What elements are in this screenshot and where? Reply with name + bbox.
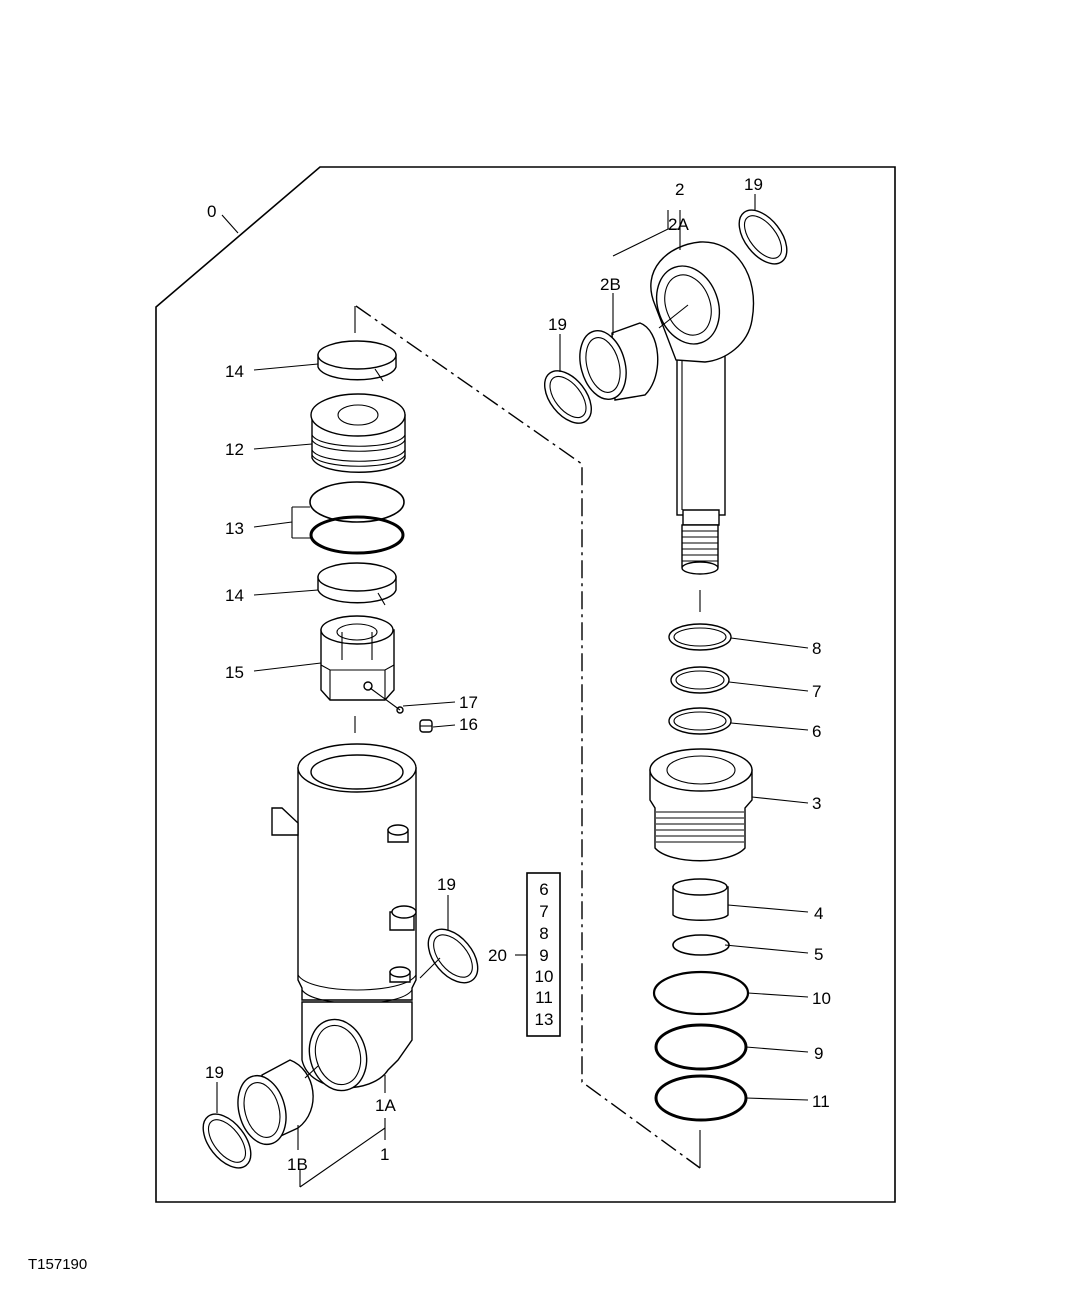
label-15: 15 [225, 663, 244, 682]
kit-box-items: 6 7 8 9 10 11 13 [535, 880, 554, 1029]
nut-15 [320, 615, 395, 701]
piston-12 [310, 393, 406, 473]
gland-3 [649, 748, 753, 862]
label-19-bottom: 19 [205, 1063, 224, 1082]
label-2: 2 [675, 180, 684, 199]
label-19-top-left: 19 [548, 315, 567, 334]
label-19-middle: 19 [437, 875, 456, 894]
o-ring-9 [654, 1023, 748, 1071]
label-8: 8 [812, 639, 821, 658]
seal-19-middle [427, 928, 479, 984]
label-9: 9 [814, 1044, 823, 1063]
seal-7 [670, 666, 730, 694]
label-17: 17 [459, 693, 478, 712]
seal-19-top-right [738, 209, 788, 265]
barrel-1 [271, 743, 417, 1092]
label-11: 11 [812, 1092, 830, 1111]
kit-item: 13 [535, 1010, 554, 1029]
label-14-bottom: 14 [225, 586, 244, 605]
kit-box [526, 872, 561, 1037]
figure-id: T157190 [28, 1256, 88, 1273]
wear-ring-14-bottom [317, 562, 397, 606]
o-ring-10 [652, 970, 750, 1016]
bushing-4 [672, 878, 729, 921]
label-0: 0 [207, 202, 216, 221]
bushing-2b [579, 322, 659, 401]
label-10: 10 [812, 989, 831, 1008]
seal-6 [668, 707, 732, 735]
o-ring-11 [654, 1074, 748, 1122]
kit-item: 8 [539, 924, 548, 943]
label-5: 5 [814, 945, 823, 964]
kit-item: 6 [539, 880, 548, 899]
rod-assembly [650, 241, 755, 575]
assembly-frame [155, 166, 896, 1203]
label-2b: 2B [600, 275, 621, 294]
label-1b: 1B [287, 1155, 308, 1174]
label-7: 7 [812, 682, 821, 701]
kit-item: 11 [535, 988, 553, 1007]
label-16: 16 [459, 715, 478, 734]
kit-item: 7 [539, 902, 548, 921]
assembly-axis-line [355, 305, 701, 1169]
leader-lines [216, 194, 809, 1188]
label-6: 6 [812, 722, 821, 741]
label-4: 4 [814, 904, 823, 923]
label-1a: 1A [375, 1096, 396, 1115]
seal-13-lower [309, 515, 405, 555]
label-14-top: 14 [225, 362, 244, 381]
kit-item: 10 [535, 967, 554, 986]
label-19-top-right: 19 [744, 175, 763, 194]
wear-ring-14-top [317, 340, 397, 382]
label-20: 20 [488, 946, 507, 965]
kit-item: 9 [539, 946, 548, 965]
seal-19-bottom [202, 1113, 252, 1169]
set-screw-16 [419, 719, 433, 733]
label-13: 13 [225, 519, 244, 538]
label-12: 12 [225, 440, 244, 459]
seal-8 [668, 623, 732, 651]
label-1: 1 [380, 1145, 389, 1164]
seal-13-upper [309, 481, 405, 523]
label-3: 3 [812, 794, 821, 813]
bushing-1b [237, 1059, 314, 1146]
snap-ring-5 [672, 934, 730, 956]
label-2a: 2A [668, 215, 689, 234]
seal-19-top-left [544, 370, 592, 424]
